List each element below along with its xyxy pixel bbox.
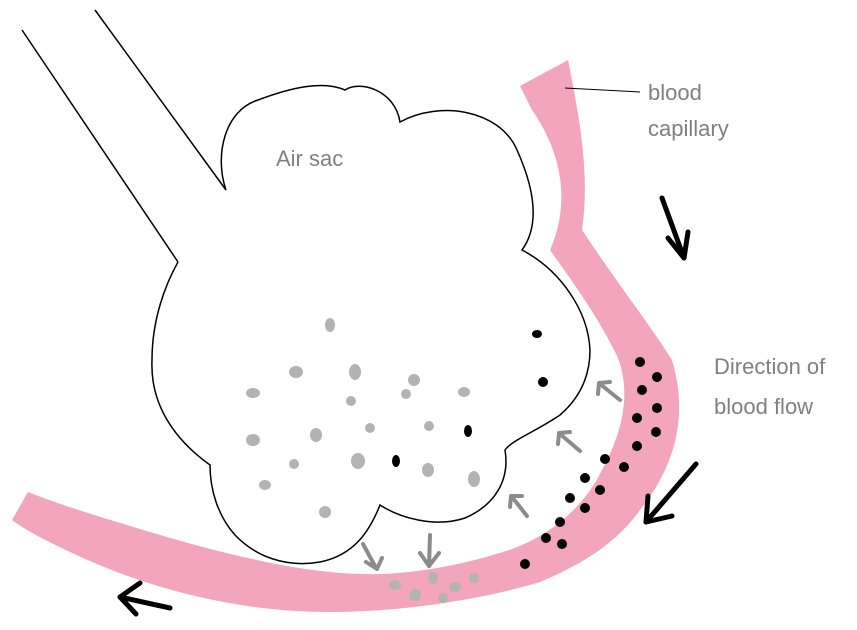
gray-particle (319, 506, 331, 518)
bronchiole-outline (22, 30, 178, 262)
gray-particle (422, 463, 434, 477)
black-particle (580, 473, 590, 483)
gray-particle (409, 589, 421, 601)
gray-particle (349, 364, 361, 380)
black-particle (538, 377, 548, 387)
black-particle (541, 533, 551, 543)
gray-particle (438, 593, 448, 603)
diffusion-arrow (420, 535, 439, 566)
air-sac-label: Air sac (276, 144, 343, 174)
black-particle (632, 441, 642, 451)
gray-particle (468, 471, 480, 487)
gray-particle (346, 396, 356, 406)
capillary-leader-line (565, 88, 640, 92)
gray-particle (408, 374, 420, 386)
black-particle (555, 517, 565, 527)
diffusion-arrow (363, 544, 382, 569)
black-particle (635, 357, 645, 367)
gray-particle (351, 453, 365, 469)
blood-capillary (12, 60, 679, 612)
diffusion-arrow (598, 382, 620, 400)
gray-particle (449, 582, 461, 592)
gray-particle (289, 459, 299, 469)
black-particle (651, 427, 661, 437)
direction-of-flow-label: Direction of (714, 352, 825, 382)
black-particle (652, 372, 662, 382)
gray-particle (389, 580, 401, 590)
gray-particle (401, 389, 411, 399)
gray-particle (424, 421, 434, 431)
black-particle (392, 455, 400, 467)
black-particle (464, 425, 472, 437)
gray-particle (259, 480, 271, 490)
gray-particle (289, 366, 303, 378)
black-particle (520, 559, 530, 569)
gray-particle (365, 423, 375, 433)
diffusion-arrow (510, 496, 527, 516)
gray-particle (310, 428, 322, 442)
gray-particle (458, 387, 470, 397)
black-particle (637, 385, 647, 395)
gray-particle (428, 572, 438, 584)
black-particle (595, 485, 605, 495)
gray-particle (246, 434, 260, 446)
gray-particles (246, 318, 480, 603)
black-particle (557, 539, 567, 549)
black-particle (580, 503, 590, 513)
direction-of-flow-label: blood flow (714, 392, 813, 422)
gray-particle (469, 573, 479, 583)
gray-particle (246, 388, 260, 398)
blood-capillary-label: capillary (648, 114, 729, 144)
air-sac-outline (152, 85, 590, 563)
blood-capillary-label: blood (648, 78, 702, 108)
flow-arrow-down (662, 198, 688, 258)
flow-arrow-left (120, 583, 170, 614)
black-particle (619, 462, 629, 472)
black-particle (600, 454, 610, 464)
black-particle (532, 330, 542, 338)
diffusion-arrow (558, 432, 580, 451)
gray-particle (325, 318, 335, 332)
bronchiole-outline (95, 10, 226, 190)
black-particle (632, 413, 642, 423)
black-particle (652, 403, 662, 413)
black-particle (565, 493, 575, 503)
